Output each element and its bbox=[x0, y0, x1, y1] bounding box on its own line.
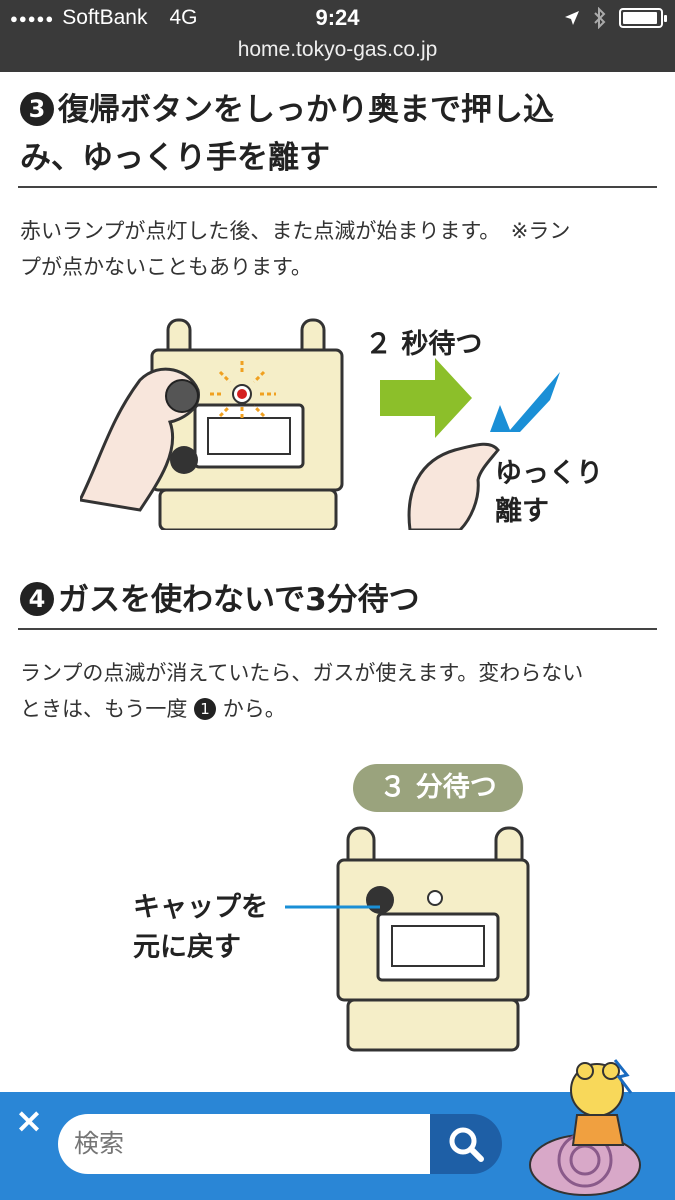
step4-body-line1: ランプの点滅が消えていたら、ガスが使えます。変わらない bbox=[20, 661, 584, 685]
step3-title-line1: 復帰ボタンをしっかり奥まで押し込 bbox=[58, 92, 554, 128]
label-release-line2: 離す bbox=[495, 496, 549, 527]
step4-number-badge: 4 bbox=[20, 582, 54, 616]
label-cap-return: キャップを 元に戻す bbox=[133, 888, 268, 968]
clock: 9:24 bbox=[315, 5, 360, 30]
label-release-line1: ゆっくり bbox=[495, 458, 603, 489]
step3-heading-line2: み、ゆっくり手を離す bbox=[20, 132, 656, 184]
step3-title-line2: み、ゆっくり手を離す bbox=[20, 140, 330, 176]
url-text: home.tokyo-gas.co.jp bbox=[237, 38, 438, 61]
hand-releasing-drawing bbox=[407, 442, 500, 530]
status-right bbox=[563, 7, 667, 29]
step3-body-line1: 赤いランプが点灯した後、また点滅が始まります。 ※ラン bbox=[20, 219, 571, 243]
cap-pointer-line bbox=[285, 905, 380, 909]
step4-body-line2-after: から。 bbox=[222, 697, 286, 721]
label-release: ゆっくり 離す bbox=[495, 455, 603, 531]
step1-ref-badge: 1 bbox=[194, 698, 217, 720]
mascot-character-image bbox=[529, 1059, 641, 1196]
battery-level bbox=[623, 12, 658, 24]
step3-illustration bbox=[80, 318, 560, 530]
label-cap-line2: 元に戻す bbox=[133, 932, 241, 963]
location-arrow-icon bbox=[565, 11, 579, 25]
label-wait-2sec: ２ 秒待つ bbox=[365, 329, 483, 360]
search-button[interactable] bbox=[430, 1114, 502, 1174]
green-arrow-icon bbox=[380, 358, 472, 438]
step4-divider bbox=[18, 628, 657, 630]
search-input[interactable] bbox=[58, 1114, 430, 1174]
step4-body-line2: ときは、もう一度 1 から。 bbox=[20, 690, 650, 728]
lamp-blink-drawing bbox=[210, 358, 276, 418]
signal-strength-icon: ●●●●● bbox=[10, 10, 55, 26]
step4-body-line2-before: ときは、もう一度 bbox=[20, 697, 188, 721]
hand-pressing-drawing bbox=[80, 367, 200, 512]
step3-number-badge: 3 bbox=[20, 92, 54, 126]
label-cap-line1: キャップを bbox=[133, 892, 268, 923]
status-bar: ●●●●● SoftBank 4G 9:24 bbox=[0, 0, 675, 36]
network-type: 4G bbox=[169, 6, 198, 29]
wait-3min-badge: ３ 分待つ bbox=[353, 764, 523, 812]
gas-meter-drawing bbox=[150, 318, 344, 530]
search-icon bbox=[449, 1127, 484, 1162]
status-left: ●●●●● SoftBank 4G bbox=[10, 6, 198, 30]
close-icon[interactable]: × bbox=[14, 1101, 44, 1141]
step4-title: ガスを使わないで3分待つ bbox=[58, 582, 420, 618]
step4-illustration bbox=[336, 826, 530, 1052]
bluetooth-icon bbox=[594, 7, 606, 29]
step3-body-line2: プが点かないこともあります。 bbox=[20, 255, 312, 279]
url-bar[interactable]: home.tokyo-gas.co.jp bbox=[0, 36, 675, 72]
blue-arrow-icon bbox=[490, 372, 560, 432]
carrier-name: SoftBank bbox=[62, 6, 148, 29]
gas-meter-drawing bbox=[336, 826, 530, 1052]
battery-icon bbox=[619, 8, 667, 28]
step3-divider bbox=[18, 186, 657, 188]
